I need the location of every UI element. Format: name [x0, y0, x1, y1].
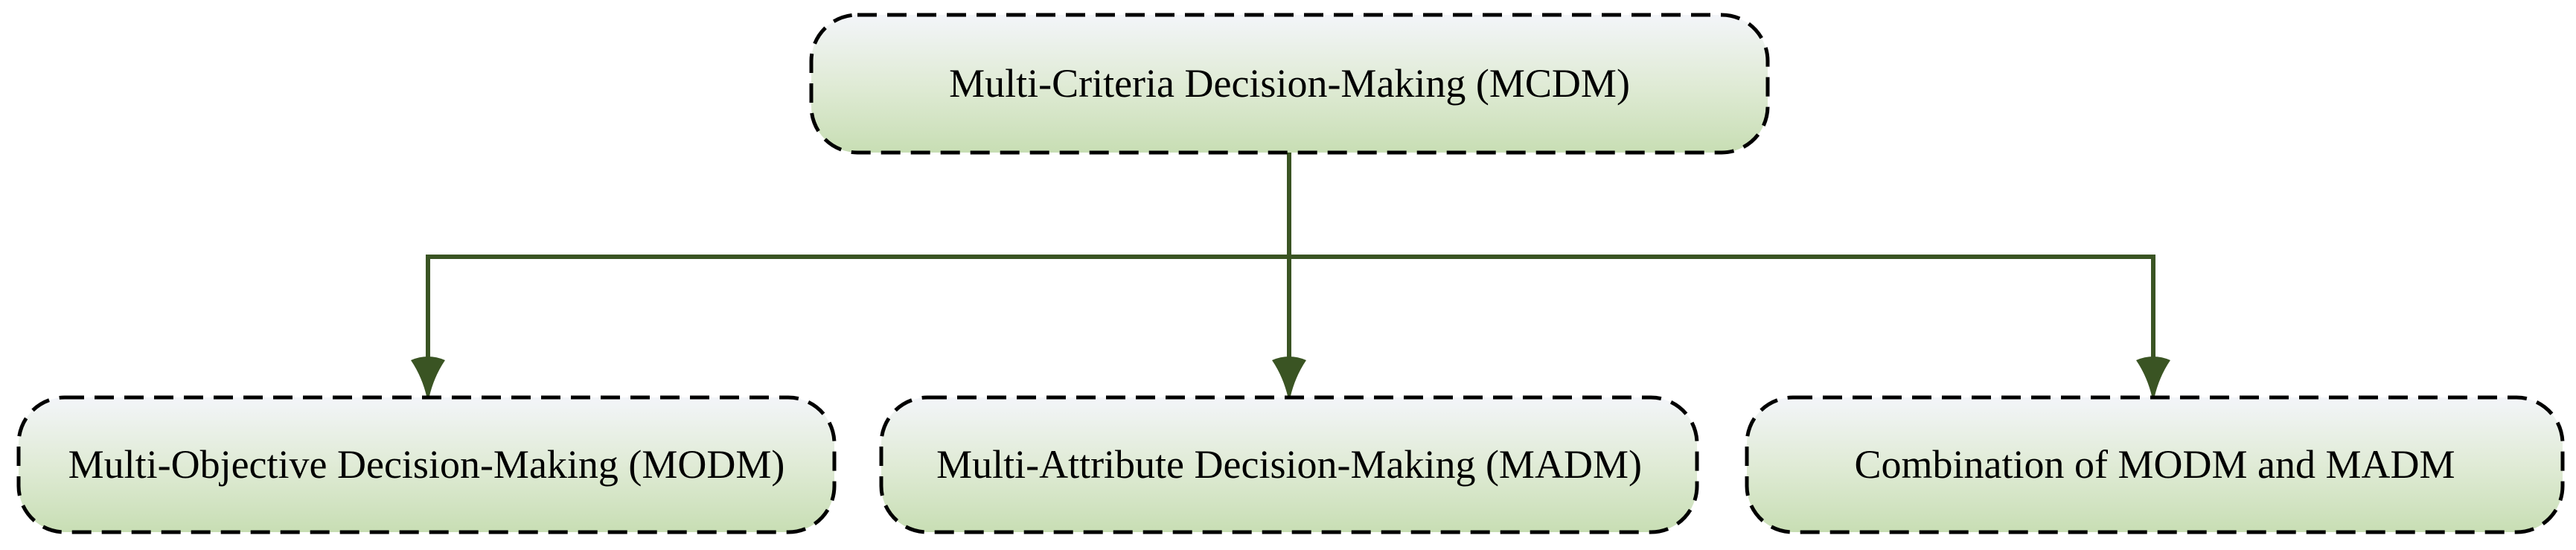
node-mcdm-box [809, 13, 1770, 155]
node-combination-box [1745, 395, 2565, 534]
arrowhead-to-madm [1272, 356, 1306, 397]
node-madm-box [879, 395, 1699, 534]
node-modm-box [16, 395, 837, 534]
arrowhead-to-combination [2136, 356, 2170, 397]
connector-branch-rail [426, 255, 2155, 363]
arrowhead-to-modm [411, 356, 445, 397]
